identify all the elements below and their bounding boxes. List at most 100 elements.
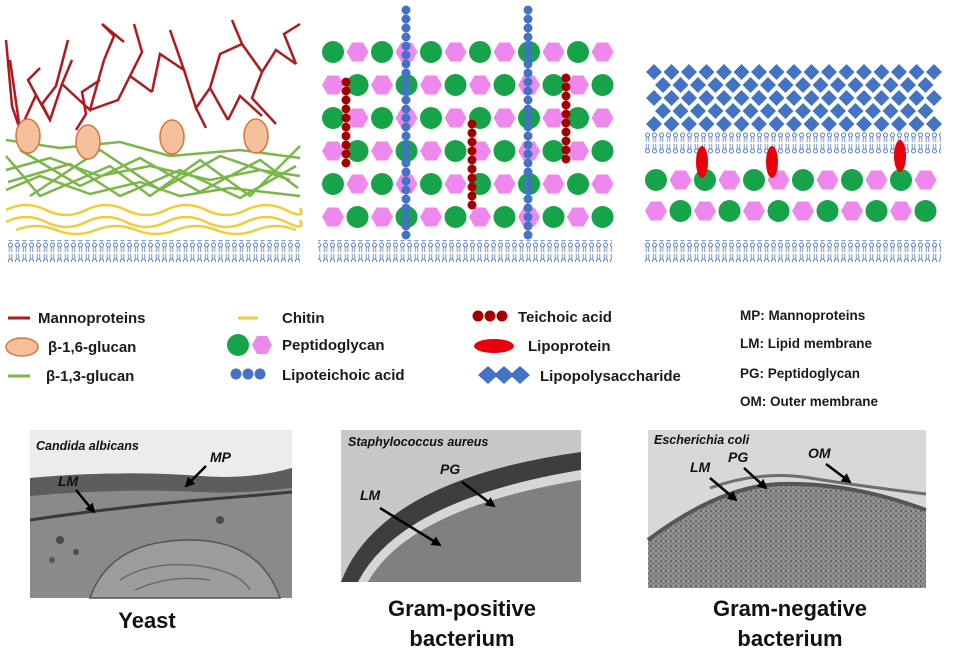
gram-negative-om-arrow (825, 463, 852, 484)
lps-unit (786, 116, 802, 132)
lps-unit (917, 77, 934, 93)
peptidoglycan-peptide (322, 207, 344, 227)
peptidoglycan-peptide (890, 201, 912, 221)
chitin-layer (5, 203, 303, 236)
peptidoglycan-sugar (444, 74, 467, 96)
lps-unit (716, 90, 732, 106)
teichoic-bead (467, 191, 477, 201)
lps-unit (742, 103, 759, 119)
lps-unit (821, 90, 837, 106)
lipoteichoic-bead (523, 86, 533, 96)
peptidoglycan-peptide (694, 201, 716, 221)
lipoteichoic-bead (523, 230, 533, 240)
legend-chitin: Chitin (238, 310, 325, 327)
lps-unit (803, 116, 820, 132)
lps-unit (698, 90, 715, 106)
lipoteichoic-bead (401, 59, 411, 69)
yeast-lm-arrow (75, 489, 96, 514)
peptidoglycan-peptide (645, 201, 667, 221)
lps-unit (655, 77, 671, 93)
gram-positive-peptidoglycan (322, 41, 614, 228)
teichoic-bead (341, 113, 351, 123)
lps-unit (926, 64, 942, 80)
lps-unit (847, 77, 864, 93)
lipoteichoic-bead (523, 41, 533, 51)
peptidoglycan-sugar (371, 41, 393, 63)
teichoic-bead (561, 91, 571, 101)
abbreviation-om: OM: Outer membrane (740, 394, 879, 409)
peptidoglycan-peptide (816, 170, 839, 190)
yeast-wall-schematic (4, 19, 303, 262)
lipoteichoic-bead (523, 59, 533, 69)
peptidoglycan-sugar (567, 107, 589, 129)
lipoteichoic-bead (523, 95, 533, 105)
teichoic-bead (561, 109, 571, 119)
peptidoglycan-sugar (444, 140, 467, 162)
teichoic-bead (341, 122, 351, 132)
lps-unit (908, 116, 925, 132)
lps-unit (751, 64, 767, 80)
gram-negative-species-label: Escherichia coli (654, 433, 750, 447)
legend-b13-glucan-label: β-1,3-glucan (46, 368, 134, 385)
lps-unit (760, 77, 776, 93)
lipoteichoic-bead (523, 77, 533, 87)
peptidoglycan-peptide (469, 141, 491, 161)
peptidoglycan-sugar (567, 173, 589, 195)
teichoic-bead (467, 182, 477, 192)
lipoteichoic-bead (523, 149, 533, 159)
lps-unit (707, 103, 724, 119)
lipoteichoic-bead (401, 104, 411, 114)
lps-unit (873, 116, 890, 132)
lps-unit (908, 90, 925, 106)
peptidoglycan-sugar (542, 140, 565, 162)
lps-unit (873, 90, 890, 106)
lipoteichoic-bead (401, 176, 411, 186)
lps-unit (681, 116, 697, 132)
lps-unit (681, 90, 697, 106)
lps-unit (716, 64, 732, 80)
teichoic-bead (467, 155, 477, 165)
lps-unit (646, 116, 662, 132)
gram-negative-inner-membrane (645, 240, 941, 262)
micrograph-gram-negative: Escherichia coli LM PG OM (646, 430, 927, 588)
gram-negative-lipopolysaccharide (646, 64, 942, 132)
b16-glucan-ovals (15, 118, 269, 160)
teichoic-bead (561, 136, 571, 146)
lps-unit (900, 103, 916, 119)
lipoteichoic-bead (523, 158, 533, 168)
legend-chitin-label: Chitin (282, 310, 325, 327)
peptidoglycan-peptide (591, 42, 614, 62)
teichoic-bead (341, 104, 351, 114)
peptidoglycan-peptide (322, 141, 344, 161)
peptidoglycan-peptide (346, 42, 369, 62)
lps-unit (856, 64, 872, 80)
teichoic-bead (467, 128, 477, 138)
lps-unit (926, 116, 942, 132)
b13-glucan-network (5, 138, 301, 200)
lps-unit (690, 77, 706, 93)
yeast-mp-label: MP (210, 449, 232, 465)
lps-unit (733, 64, 750, 80)
peptidoglycan-peptide (591, 108, 614, 128)
lipoteichoic-bead (401, 230, 411, 240)
legend-b13-glucan: β-1,3-glucan (8, 368, 134, 385)
lipoteichoic-bead (401, 140, 411, 150)
peptidoglycan-sugar (469, 41, 491, 63)
lps-unit (751, 116, 767, 132)
teichoic-bead (467, 119, 477, 129)
peptidoglycan-sugar (718, 200, 741, 222)
peptidoglycan-sugar (420, 173, 442, 195)
lipoteichoic-bead (401, 122, 411, 132)
lps-unit (803, 64, 820, 80)
lps-unit (865, 103, 881, 119)
lps-unit (663, 64, 680, 80)
lps-unit (803, 90, 820, 106)
peptidoglycan-peptide (346, 174, 369, 194)
lps-unit (830, 77, 846, 93)
legend-mannoproteins-label: Mannoproteins (38, 310, 146, 327)
teichoic-bead (467, 137, 477, 147)
gram-positive-membrane (318, 240, 612, 262)
lipoteichoic-bead (523, 68, 533, 78)
teichoic-bead (561, 82, 571, 92)
lipoteichoic-bead (401, 95, 411, 105)
